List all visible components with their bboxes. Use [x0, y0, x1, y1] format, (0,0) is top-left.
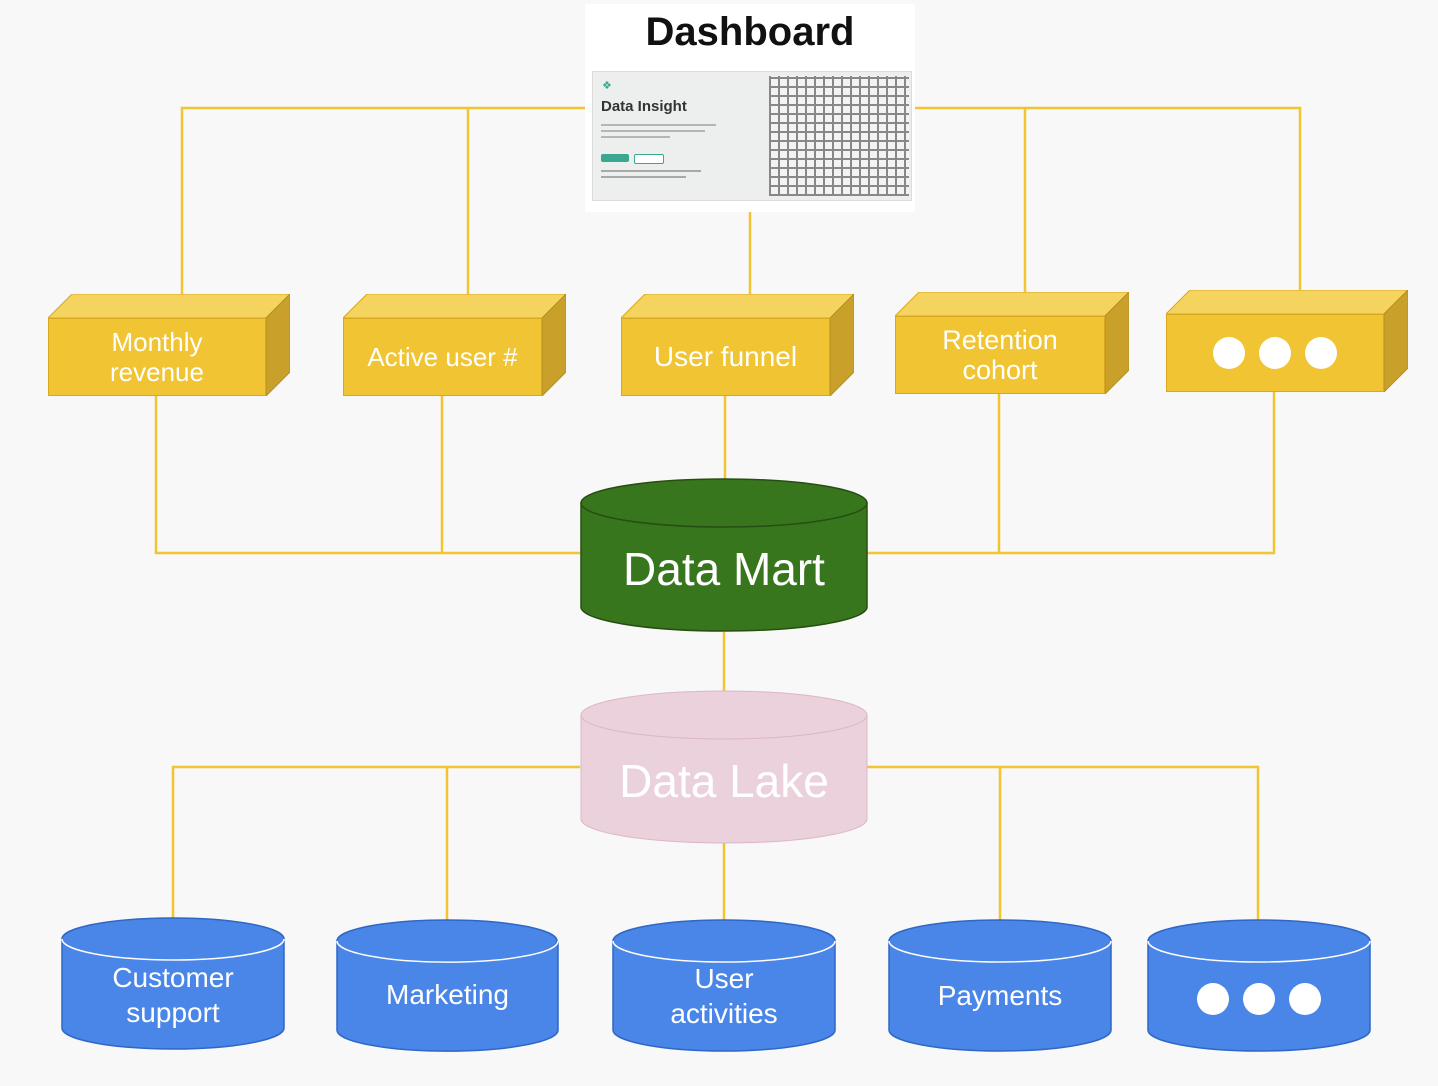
token-note-lines: [601, 170, 701, 182]
source-cylinder-more: [1147, 919, 1371, 1052]
cylinder-shape: [888, 919, 1112, 1052]
metric-box-retention-cohort: Retention cohort: [895, 292, 1129, 394]
connector-lake-left: [171, 765, 580, 918]
dashboard-panel: Dashboard ❖ Data Insight: [585, 4, 915, 212]
source-cylinder-user-activities: User activities: [612, 919, 836, 1052]
data-mart-label: Data Mart: [623, 543, 825, 595]
metric-box-more: [1166, 290, 1408, 392]
data-lake-label: Data Lake: [619, 755, 829, 807]
source-cylinder-customer-support: Customer support: [61, 917, 285, 1050]
source-label: Marketing: [386, 979, 509, 1010]
connector-mart-left: [154, 396, 580, 555]
metric-box-monthly-revenue: Monthly revenue: [48, 294, 290, 396]
data-lake-cylinder: Data Lake: [580, 690, 868, 844]
source-label: User activities: [670, 963, 778, 1029]
dashboard-title: Dashboard: [645, 10, 855, 54]
cylinder-shape: [336, 919, 559, 1052]
source-label: Customer support: [112, 962, 234, 1028]
ellipsis-dots-icon: [1166, 314, 1384, 392]
connector-dashboard-right: [915, 106, 1302, 290]
maze-illustration: [769, 76, 909, 196]
connector-lake-right: [867, 765, 1260, 920]
metric-box-user-funnel: User funnel: [621, 294, 854, 396]
cylinder-shape: [580, 690, 868, 844]
metric-label: Active user #: [343, 318, 542, 396]
signup-button: [634, 154, 664, 164]
metric-label: Monthly revenue: [48, 318, 266, 396]
metric-label: User funnel: [621, 318, 830, 396]
metric-box-active-user: Active user #: [343, 294, 566, 396]
box-3d-shape: [1166, 290, 1408, 392]
app-name: Data Insight: [601, 98, 687, 115]
cylinder-shape: [61, 917, 285, 1050]
connector-dashboard-left: [180, 106, 585, 294]
ellipsis-dots-icon: [1147, 983, 1371, 1020]
data-mart-cylinder: Data Mart: [580, 478, 868, 632]
source-cylinder-marketing: Marketing: [336, 919, 559, 1052]
connector-mart-right: [867, 392, 1276, 555]
box-3d-shape: [621, 294, 854, 396]
cylinder-shape: [612, 919, 836, 1052]
intro-text-lines: [601, 124, 716, 144]
source-cylinder-payments: Payments: [888, 919, 1112, 1052]
metric-label: Retention cohort: [895, 316, 1105, 394]
cylinder-shape: [580, 478, 868, 632]
app-logo-icon: ❖: [602, 80, 612, 92]
dashboard-screenshot: ❖ Data Insight: [592, 71, 912, 201]
login-button: [601, 154, 629, 162]
box-3d-shape: [895, 292, 1129, 394]
source-label: Payments: [937, 980, 1063, 1011]
